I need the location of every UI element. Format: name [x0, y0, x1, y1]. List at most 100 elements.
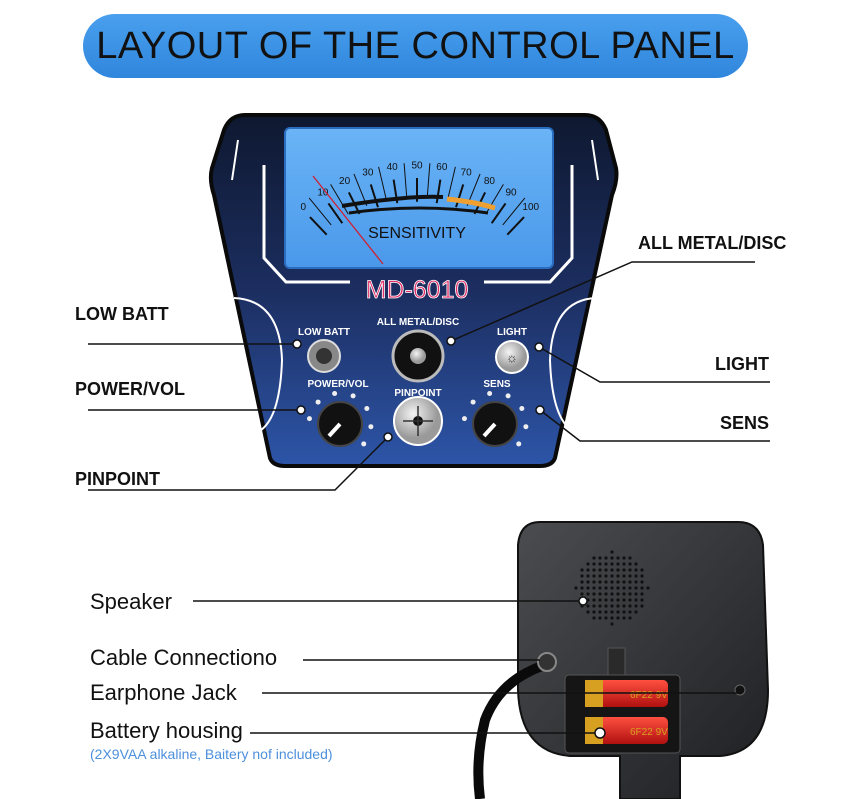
model-name: MD-6010 — [366, 276, 469, 304]
grille-hole — [598, 580, 602, 584]
grille-hole — [598, 616, 602, 620]
grille-hole — [586, 562, 590, 566]
grille-hole — [592, 610, 596, 614]
grille-hole — [610, 556, 614, 560]
meter-tick-label: 20 — [339, 176, 351, 187]
panel-trim-lines — [262, 165, 574, 284]
grille-hole — [586, 604, 590, 608]
meter-tick — [426, 163, 431, 198]
grille-hole — [628, 568, 632, 572]
meter-tick-label: 80 — [484, 176, 496, 187]
meter-tick — [353, 173, 368, 207]
callout-pinpoint: PINPOINT — [75, 469, 161, 489]
grille-hole — [586, 610, 590, 614]
callout-light: LIGHT — [715, 354, 769, 374]
battery-2-label: 6F22 9V — [630, 727, 668, 738]
pinpoint-panel-label: PINPOINT — [394, 388, 441, 399]
grille-hole — [616, 598, 620, 602]
grille-hole — [628, 610, 632, 614]
cable-connector[interactable] — [537, 652, 557, 672]
grille-hole — [622, 574, 626, 578]
meter-tick — [455, 184, 465, 208]
grille-hole — [634, 580, 638, 584]
grille-hole — [580, 580, 584, 584]
grille-hole — [604, 556, 608, 560]
grille-hole — [616, 568, 620, 572]
knob-dot — [350, 393, 356, 399]
knob-dot — [306, 416, 312, 422]
grille-hole — [604, 574, 608, 578]
panel-arcs — [233, 297, 597, 433]
grille-hole — [634, 610, 638, 614]
meter-tick — [369, 184, 379, 208]
grille-hole — [616, 592, 620, 596]
grille-hole — [610, 610, 614, 614]
grille-hole — [598, 604, 602, 608]
grille-hole — [610, 580, 614, 584]
grille-hole — [610, 568, 614, 572]
sens-panel-label: SENS — [483, 379, 511, 390]
light-button[interactable] — [495, 340, 529, 374]
page-title: LAYOUT OF THE CONTROL PANEL — [96, 24, 735, 67]
meter-tick-label: 40 — [387, 162, 399, 173]
callout-earphone: Earphone Jack — [90, 680, 237, 705]
crosshair-lines — [403, 406, 433, 436]
knob-scale-dots — [306, 390, 529, 447]
grille-hole — [616, 586, 620, 590]
grille-hole — [598, 574, 602, 578]
knob-dot — [364, 406, 370, 411]
knob-dot — [516, 441, 522, 447]
title-banner: LAYOUT OF THE CONTROL PANEL — [83, 14, 748, 78]
grille-hole — [628, 598, 632, 602]
grille-hole — [628, 592, 632, 596]
grille-hole — [634, 604, 638, 608]
meter-tick-label: 100 — [522, 202, 539, 213]
callout-low-batt: LOW BATT — [75, 304, 169, 324]
knob-dot — [461, 416, 467, 422]
meter-tick-label: 10 — [317, 187, 329, 198]
grille-hole — [640, 568, 644, 572]
grille-hole — [622, 562, 626, 566]
grille-hole — [610, 616, 614, 620]
power-vol-panel-label: POWER/VOL — [307, 379, 368, 390]
grille-hole — [634, 562, 638, 566]
grille-hole — [592, 580, 596, 584]
grille-hole — [598, 568, 602, 572]
grille-hole — [622, 568, 626, 572]
meter-label: SENSITIVITY — [368, 225, 466, 242]
grille-hole — [616, 604, 620, 608]
grille-hole — [598, 556, 602, 560]
meter-tick — [490, 202, 507, 224]
grille-hole — [622, 598, 626, 602]
battery-1-label: 6F22 9V — [630, 690, 668, 701]
all-metal-panel-label: ALL METAL/DISC — [377, 317, 459, 328]
grille-hole — [580, 568, 584, 572]
meter-tick — [330, 184, 349, 215]
grille-hole — [610, 598, 614, 602]
meter-tick-label: 0 — [300, 202, 306, 213]
meter-tick — [506, 216, 525, 236]
grille-hole — [580, 574, 584, 578]
meter-tick — [327, 202, 344, 224]
grille-hole — [646, 586, 650, 590]
grille-hole — [616, 574, 620, 578]
grille-hole — [628, 556, 632, 560]
grille-hole — [586, 592, 590, 596]
meter-tick — [378, 166, 387, 201]
grille-hole — [622, 610, 626, 614]
grille-hole — [616, 616, 620, 620]
grille-hole — [598, 562, 602, 566]
grille-hole — [610, 550, 614, 554]
lightbulb-icon: ☼ — [506, 350, 518, 365]
grille-hole — [622, 556, 626, 560]
grille-hole — [580, 592, 584, 596]
meter-tick-label: 90 — [506, 187, 518, 198]
meter-needle — [312, 175, 384, 265]
meter-tick — [309, 216, 328, 236]
grille-hole — [628, 604, 632, 608]
knob-dot — [487, 390, 493, 396]
meter-tick — [403, 163, 408, 198]
grille-hole — [628, 586, 632, 590]
callout-cable: Cable Connectiono — [90, 645, 278, 670]
grille-hole — [640, 586, 644, 590]
